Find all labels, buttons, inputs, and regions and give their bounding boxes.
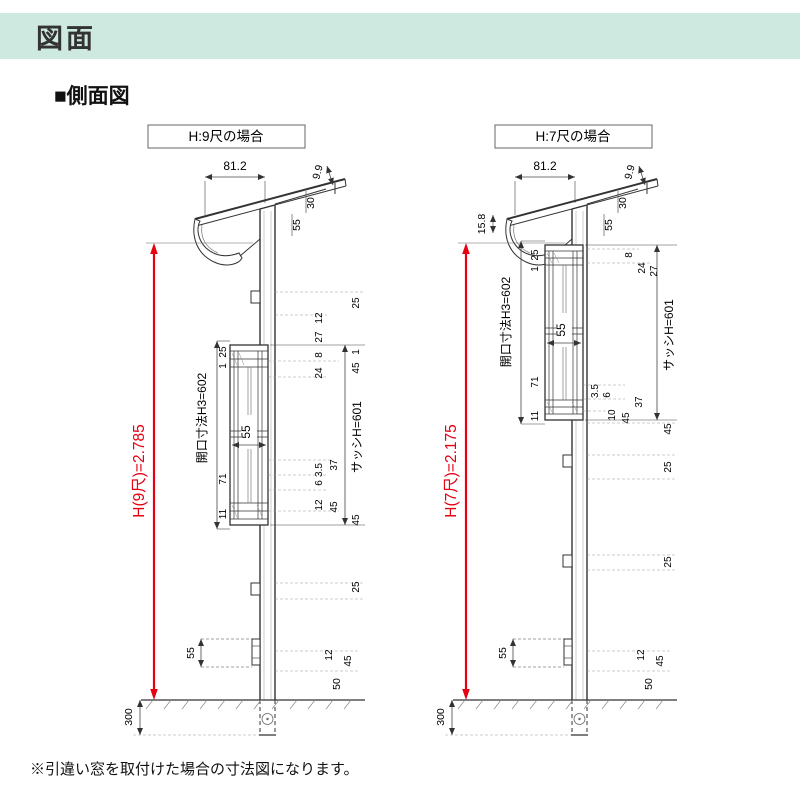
detail-extension-lines: [583, 248, 677, 571]
diagram-h9: H:9尺の場合 81.2 9.9 30 55: [123, 124, 365, 736]
dim-top-width: 81.2: [223, 159, 247, 173]
dim-label: 27: [649, 265, 660, 277]
ground: [453, 699, 677, 710]
dim-label: 11: [530, 410, 541, 421]
post-bracket: [250, 582, 261, 596]
post-bracket: [562, 454, 573, 468]
dim-sash-width: 55: [239, 425, 253, 439]
sash-height-dimension: [270, 344, 365, 526]
top-right-dimensions: [603, 191, 619, 236]
dim-label: 50: [331, 678, 343, 690]
embed-depth-dimension: [445, 700, 571, 736]
post-bracket: [251, 638, 261, 666]
dim-label: 55: [497, 647, 509, 659]
dim-label: 37: [329, 459, 340, 471]
dim-label: 6: [602, 392, 613, 398]
dim-label: 3.5: [590, 384, 601, 398]
dim-label: 30: [617, 197, 629, 209]
opening-dimension-label: 開口寸法H3=602: [499, 276, 513, 367]
dim-label: 25: [351, 297, 362, 309]
height-dimension-label: H(7尺)=2.175: [443, 424, 460, 517]
lower-dimensions: [510, 638, 671, 672]
dim-label: 45: [655, 655, 666, 667]
ground: [141, 699, 365, 710]
dim-label: 15.8: [476, 214, 488, 235]
top-right-dimensions: [291, 191, 307, 236]
dim-label: 45: [663, 423, 674, 435]
gutter: [193, 218, 243, 266]
canopy: [193, 165, 347, 266]
opening-dimension-label: 開口寸法H3=602: [195, 372, 209, 463]
title-box-frame: [147, 124, 306, 149]
dim-label: 55: [603, 219, 615, 231]
opening-dimension: [518, 240, 545, 425]
dim-label: 3.5: [314, 463, 325, 477]
dim-label: 45: [621, 412, 632, 424]
dim-label: 12: [636, 649, 647, 661]
dim-label: 25: [351, 581, 362, 593]
dim-label: 27: [314, 331, 325, 343]
dim-label: 71: [530, 376, 541, 388]
dim-label: 300: [435, 708, 447, 726]
dim-label: 8: [624, 252, 635, 258]
dim-label: 1: [530, 266, 541, 272]
diagram-title: H:7尺の場合: [535, 129, 611, 144]
top-width-dimension: [514, 174, 576, 215]
height-dimension-label: H(9尺)=2.785: [131, 424, 148, 517]
diagram-title: H:9尺の場合: [188, 129, 264, 144]
post-bracket: [250, 290, 261, 304]
lower-dimensions: [198, 638, 359, 672]
dim-roof-thickness: 9.9: [310, 163, 325, 180]
page-title: 図面: [36, 23, 96, 54]
dim-label: 71: [218, 473, 229, 485]
dim-label: 24: [637, 262, 648, 274]
dim-label: 45: [329, 501, 340, 513]
dim-label: 25: [663, 556, 674, 568]
dim-label: 45: [351, 362, 362, 374]
dim-label: 12: [314, 312, 325, 324]
dim-label: 10: [607, 409, 618, 421]
sash-window: [229, 344, 269, 526]
dim-label: 45: [343, 655, 354, 667]
dim-label: 25: [218, 346, 229, 358]
post-bracket: [563, 638, 573, 666]
diagram-h7: H:7尺の場合 81.2 9.9 15.8 30 55: [435, 124, 677, 736]
dim-label: 50: [643, 678, 655, 690]
sash-height-label: サッシH=601: [662, 299, 676, 371]
sash-height-dimension: [585, 244, 677, 421]
title-box-frame: [494, 124, 653, 149]
detail-extension-lines: [268, 291, 365, 600]
title-box: H:7尺の場合: [494, 124, 653, 149]
opening-dimension: [214, 340, 230, 530]
dim-label: 12: [314, 499, 325, 511]
dim-label: 25: [530, 249, 541, 261]
dim-label: 45: [351, 514, 362, 526]
dim-label: 55: [185, 647, 197, 659]
dim-label: 1: [351, 349, 362, 355]
embed-depth-dimension: [133, 700, 259, 736]
dim-label: 11: [218, 508, 229, 519]
dim-sash-width: 55: [554, 323, 568, 337]
dim-top-width: 81.2: [533, 159, 557, 173]
title-box: H:9尺の場合: [147, 124, 306, 149]
dim-label: 37: [634, 396, 645, 408]
dim-label: 1: [218, 363, 229, 369]
sash-window: [544, 244, 584, 421]
height-dimension: [146, 242, 253, 700]
page-banner: 図面: [0, 13, 800, 59]
dim-label: 300: [123, 708, 135, 726]
height-dimension: [458, 242, 565, 700]
dim-label: 6: [314, 480, 325, 486]
sash-height-label: サッシH=601: [350, 401, 364, 473]
dim-label: 55: [291, 219, 303, 231]
dim-label: 25: [663, 461, 674, 473]
dim-label: 12: [324, 649, 335, 661]
section-title: ■側面図: [54, 85, 130, 108]
dim-label: 24: [314, 367, 325, 379]
footnote: ※引違い窓を取付けた場合の寸法図になります。: [30, 761, 359, 778]
dim-label: 8: [314, 352, 325, 358]
dim-label: 30: [305, 197, 317, 209]
post-bracket: [562, 554, 573, 568]
dim-roof-thickness: 9.9: [622, 163, 637, 180]
